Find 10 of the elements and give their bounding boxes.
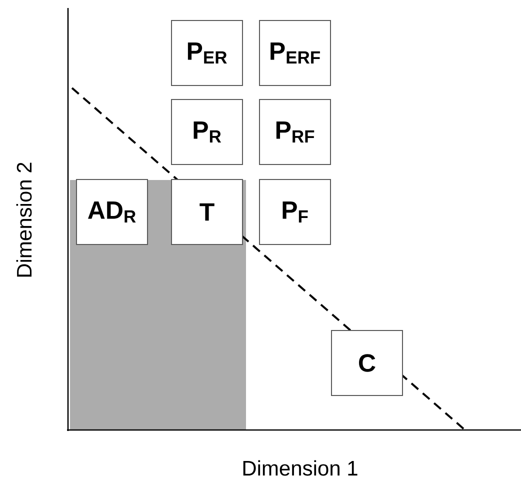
label-box: C (331, 330, 403, 396)
label-box: P$_{ERF}$ (259, 20, 331, 86)
label-box: AD$_{R}$ (76, 179, 148, 245)
label-box: P$_{R}$ (171, 99, 243, 165)
label-box: P$_{RF}$ (259, 99, 331, 165)
axis-label: Dimension 1 (243, 460, 358, 476)
label-box: P$_{ER}$ (171, 20, 243, 86)
axis-label: Dimension 2 (16, 162, 32, 277)
label-box: T (171, 179, 243, 245)
label-box: P$_{F}$ (259, 179, 331, 245)
